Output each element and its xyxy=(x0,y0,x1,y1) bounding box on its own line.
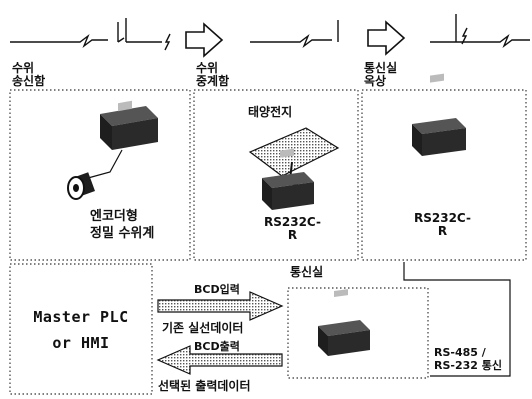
bcd-output-arrow xyxy=(156,345,283,375)
relay-radio-label: RS232C- R xyxy=(264,215,321,242)
relay-label: 수위 중계함 xyxy=(196,61,230,88)
serial-link-line xyxy=(403,262,511,377)
serial-link-label: RS-485 / RS-232 통신 xyxy=(434,346,502,372)
comm-room-box xyxy=(287,287,429,379)
sender-label: 수위 송신함 xyxy=(12,61,46,88)
bcd-input-label: BCD입력 xyxy=(194,283,240,296)
selected-data-label: 선택된 출력데이터 xyxy=(158,379,251,393)
encoder-label: 엔코더형 정밀 수위계 xyxy=(90,209,155,241)
relay-box xyxy=(193,89,359,261)
rooftop-device xyxy=(412,73,466,156)
sender-device xyxy=(100,100,158,150)
master-label: Master PLC or HMI xyxy=(33,308,129,352)
comm-room-device xyxy=(318,289,370,356)
encoder-device xyxy=(67,172,95,200)
signal-arrow-1 xyxy=(185,22,224,58)
reference-data-label: 기존 실선데이터 xyxy=(162,321,244,335)
rooftop-label: 통신실 옥상 xyxy=(364,61,398,88)
signal-arrow-2 xyxy=(367,20,406,56)
sender-box xyxy=(9,89,191,261)
rooftop-radio-label: RS232C- R xyxy=(414,211,471,238)
solar-label: 태양전지 xyxy=(248,105,293,119)
bcd-output-label: BCD출력 xyxy=(194,340,240,353)
rooftop-box xyxy=(361,89,527,261)
wireless-signal-lines xyxy=(10,14,530,51)
relay-device xyxy=(262,148,314,210)
encoder-cable xyxy=(87,149,123,179)
comm-room-label: 통신실 xyxy=(290,265,324,279)
bcd-input-arrow xyxy=(157,291,284,321)
